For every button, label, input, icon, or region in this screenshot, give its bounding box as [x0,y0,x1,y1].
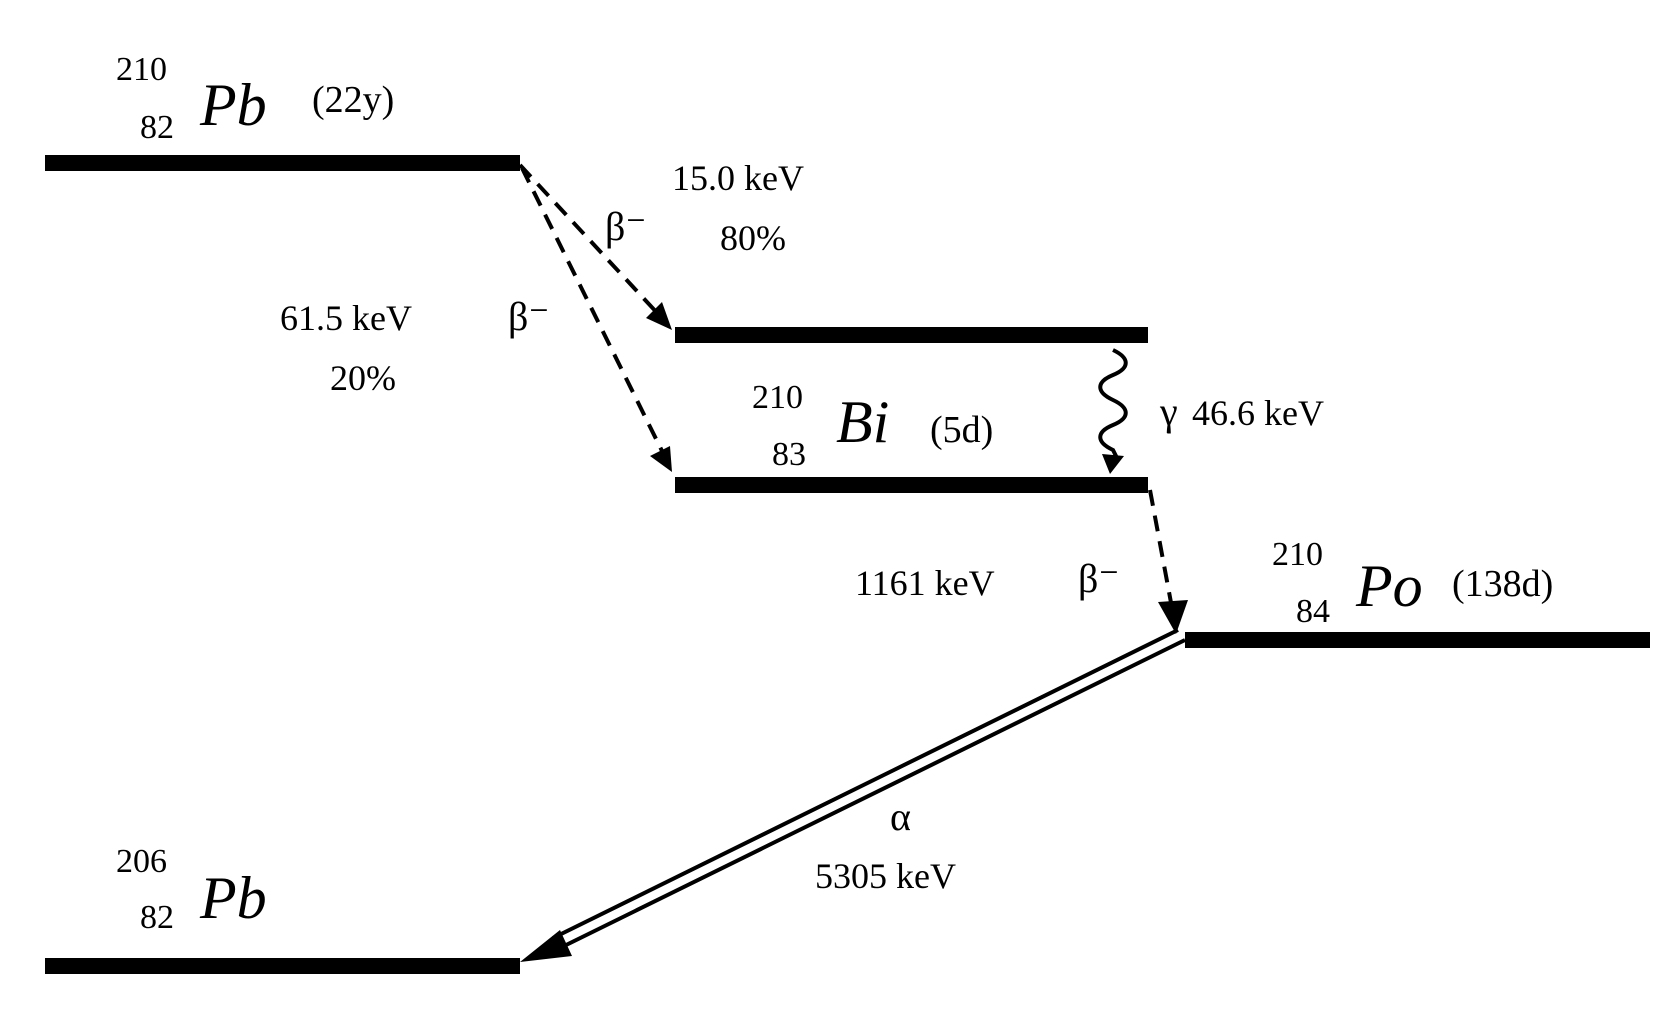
beta-upper-branch: 80% [720,218,786,258]
gamma-energy: 46.6 keV [1192,393,1324,433]
pb206-atomic-number: 82 [140,899,174,936]
bi210-atomic-number: 83 [772,436,806,473]
po210-symbol: Po [1355,553,1423,619]
po210-half-life: (138d) [1452,563,1553,605]
beta-lower-energy: 61.5 keV [280,298,412,338]
po210-mass-number: 210 [1272,536,1323,573]
pb206-symbol: Pb [199,865,267,931]
beta-upper-symbol: β⁻ [605,204,646,249]
beta-arrowhead-upper [646,302,672,330]
beta-arrow-pb210-to-bi-ground [520,167,666,456]
bi210-half-life: (5d) [930,409,993,451]
po210-atomic-number: 84 [1296,593,1330,630]
pb210-half-life: (22y) [312,79,394,121]
beta-bi-po-energy: 1161 keV [855,563,995,603]
beta-bi-po-symbol: β⁻ [1078,556,1119,601]
alpha-symbol: α [890,794,911,839]
beta-arrowhead-po [1158,600,1188,634]
gamma-symbol: γ [1159,389,1178,434]
bi210-mass-number: 210 [752,379,803,416]
pb210-atomic-number: 82 [140,109,174,146]
beta-lower-symbol: β⁻ [508,294,549,339]
beta-lower-branch: 20% [330,358,396,398]
bi210-symbol: Bi [836,389,889,455]
alpha-arrowhead [520,930,572,962]
pb210-mass-number: 210 [116,51,167,88]
beta-arrow-pb210-to-bi-excited [518,163,662,318]
beta-arrow-bi210-to-po210 [1148,489,1174,609]
beta-upper-energy: 15.0 keV [672,158,804,198]
alpha-energy: 5305 keV [815,856,956,896]
pb210-symbol: Pb [199,72,267,138]
alpha-arrow-line-b [552,628,1179,940]
alpha-arrow-line-a [559,638,1186,950]
gamma-arrowhead [1102,454,1124,474]
gamma-wavy-arrow [1098,348,1128,461]
beta-arrowhead-lower [650,446,672,472]
pb206-mass-number: 206 [116,843,167,880]
